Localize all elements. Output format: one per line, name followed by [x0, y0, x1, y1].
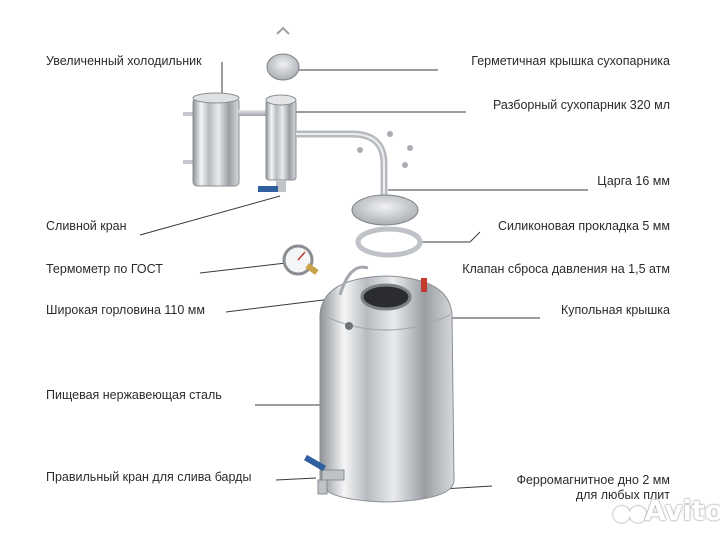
cooler	[183, 92, 268, 187]
relief-valve	[421, 278, 427, 292]
avito-logo-icon: ●●	[612, 501, 647, 526]
clamp-handle	[338, 265, 369, 296]
wide-neck	[360, 283, 412, 311]
drain-valve-handle	[258, 186, 278, 192]
wing-nut-icon	[276, 26, 290, 35]
avito-watermark: ●●Avito	[612, 494, 720, 527]
label-column: Царга 16 мм	[597, 174, 670, 188]
label-bottom-line2: для любых плит	[575, 488, 670, 502]
leader-lines	[139, 62, 588, 491]
label-steel: Пищевая нержавеющая сталь	[46, 388, 222, 402]
label-gasket: Силиконовая прокладка 5 мм	[498, 219, 670, 233]
thermometer-port	[345, 322, 353, 330]
label-cooler: Увеличенный холодильник	[46, 54, 202, 68]
label-wide-neck: Широкая горловина 110 мм	[46, 303, 205, 317]
label-dryer: Разборный сухопарник 320 мл	[492, 98, 670, 112]
bard-valve	[303, 454, 345, 495]
label-thermometer: Термометр по ГОСТ	[46, 262, 163, 276]
label-relief-valve: Клапан сброса давления на 1,5 атм	[462, 262, 670, 276]
thermometer	[282, 244, 319, 276]
column-flange	[351, 194, 419, 226]
label-drain-valve: Сливной кран	[46, 219, 127, 233]
label-bard-valve: Правильный кран для слива барды	[46, 470, 252, 484]
tank	[319, 265, 455, 503]
watermark-text: Avito	[644, 494, 720, 527]
dryer-lid	[266, 53, 300, 81]
label-bottom-line1: Ферромагнитное дно 2 мм	[516, 473, 670, 487]
nuts	[357, 131, 413, 168]
label-dryer-lid: Герметичная крышка сухопарника	[471, 54, 670, 68]
label-dome-lid: Купольная крышка	[560, 303, 670, 317]
dryer	[258, 94, 297, 192]
vapor-tube	[296, 130, 388, 205]
silicone-gasket	[355, 226, 423, 258]
